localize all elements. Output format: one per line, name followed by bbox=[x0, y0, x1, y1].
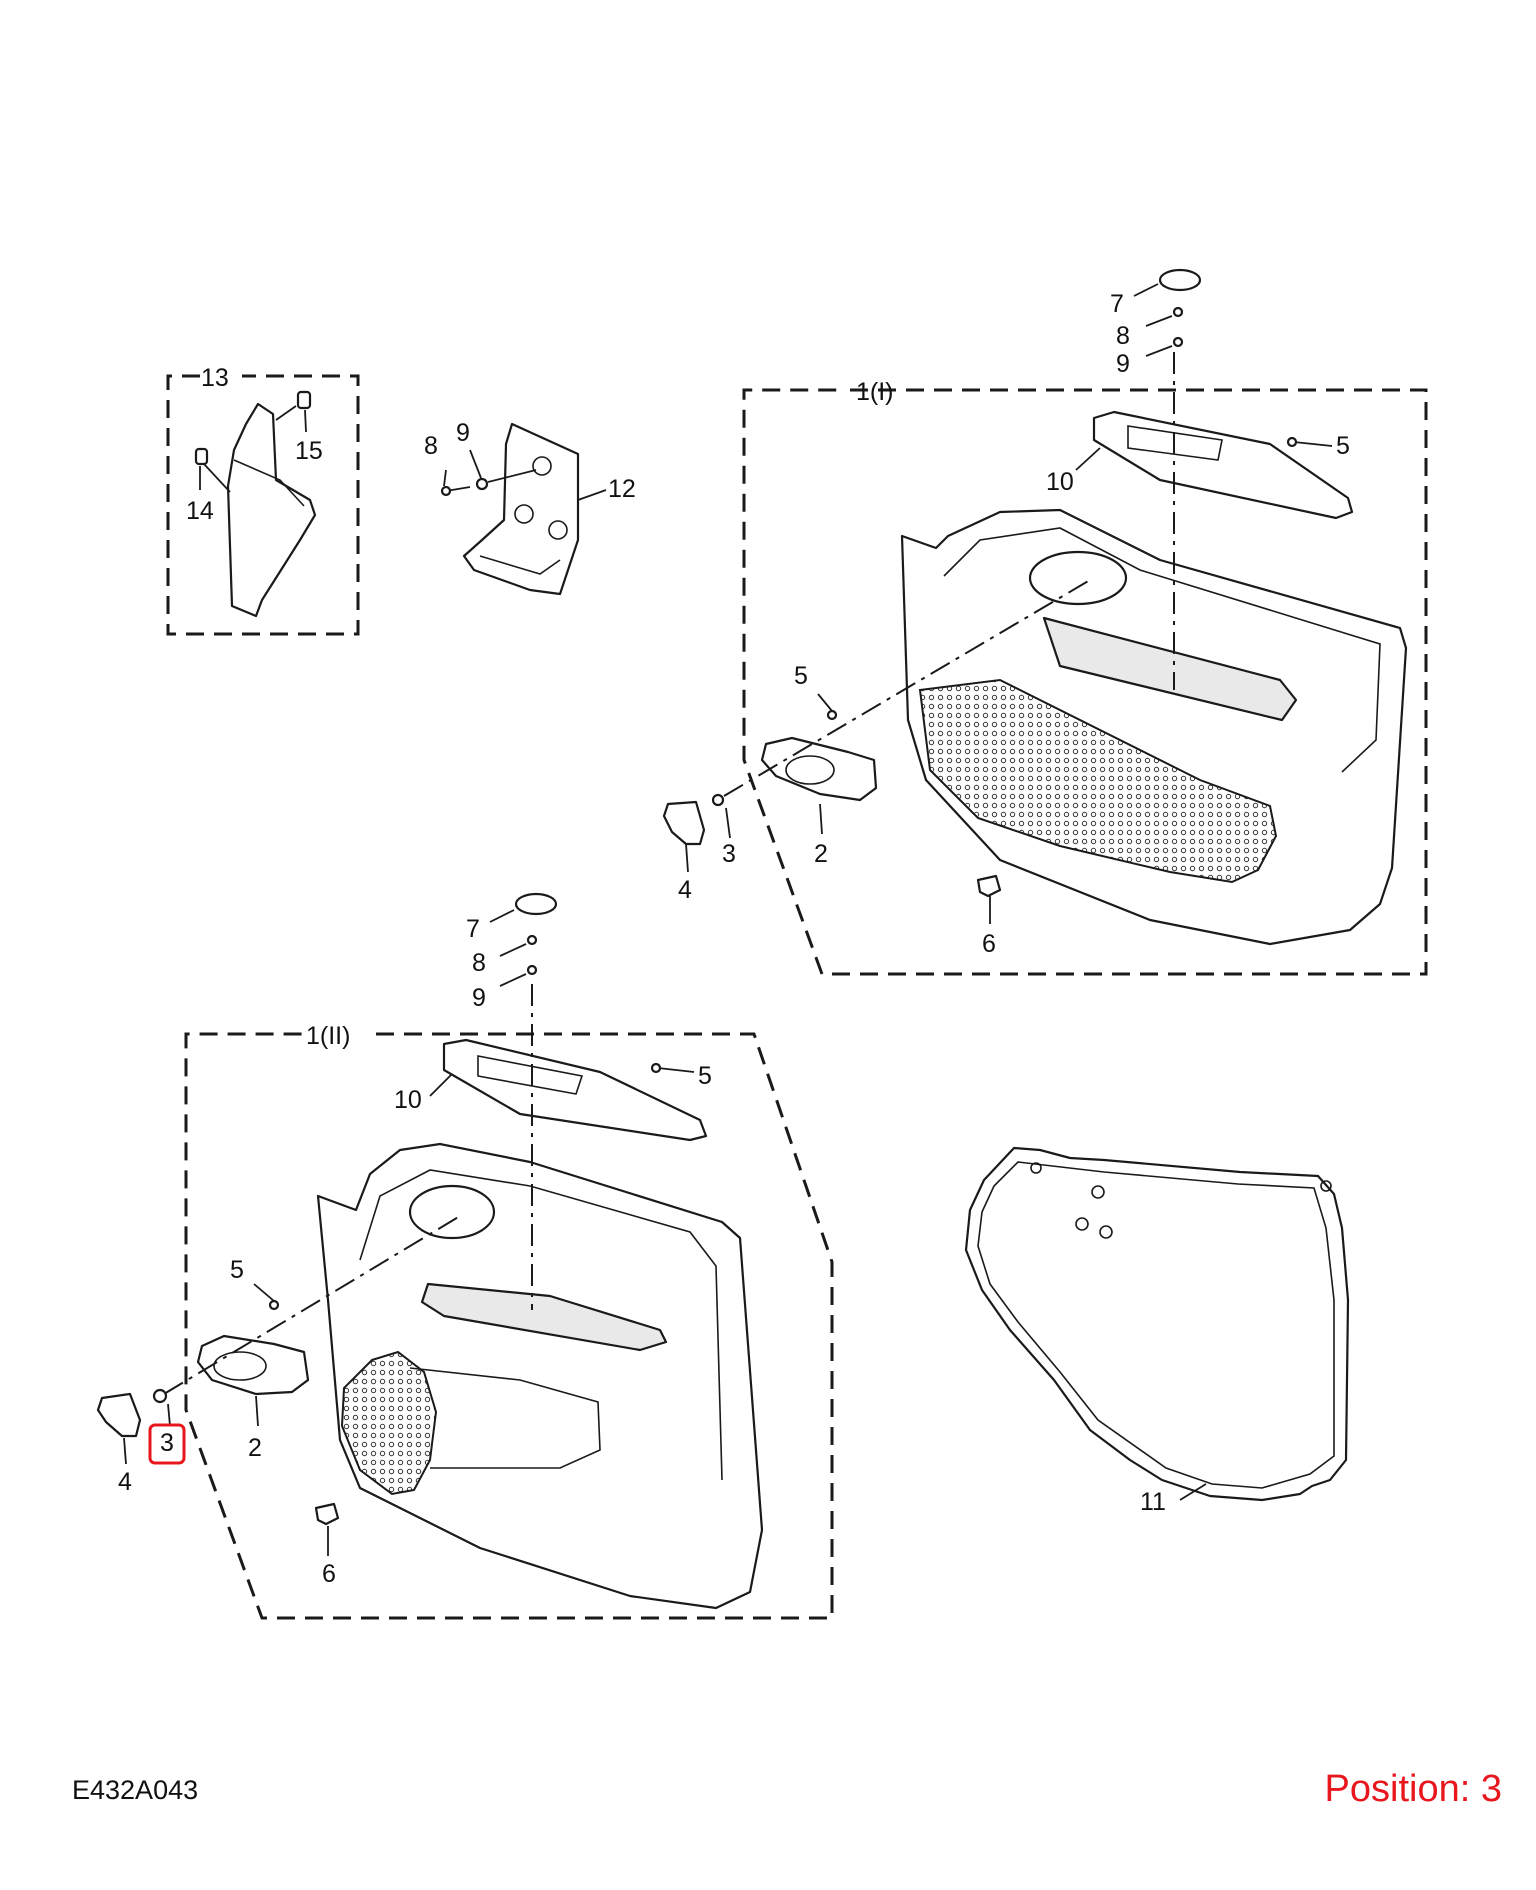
handle-part-2-front bbox=[760, 736, 878, 802]
screw-part-8 bbox=[440, 485, 471, 497]
nut-part-9 bbox=[469, 449, 537, 491]
cap-part-4-rear bbox=[96, 1392, 142, 1438]
door-panel-rear bbox=[316, 1142, 764, 1610]
callout-4-rear[interactable]: 4 bbox=[118, 1468, 132, 1496]
washer-part-9-front bbox=[1172, 336, 1184, 348]
callout-9-front[interactable]: 9 bbox=[1116, 350, 1130, 378]
cap-part-7-front bbox=[1158, 268, 1202, 292]
assembly-axis-front-handle bbox=[723, 579, 1091, 797]
switch-bay-front bbox=[1042, 616, 1298, 722]
callout-10-rear[interactable]: 10 bbox=[394, 1086, 422, 1114]
callout-14[interactable]: 14 bbox=[186, 497, 214, 525]
callout-7-front[interactable]: 7 bbox=[1110, 290, 1124, 318]
callout-11[interactable]: 11 bbox=[1140, 1488, 1166, 1516]
callout-4-front[interactable]: 4 bbox=[678, 876, 692, 904]
armrest-part-10-rear bbox=[442, 1038, 708, 1142]
group-1II-label: 1(II) bbox=[306, 1022, 350, 1050]
screw-part-3-front bbox=[711, 793, 725, 807]
callout-10-front[interactable]: 10 bbox=[1046, 468, 1074, 496]
callout-3-rear[interactable]: 3 bbox=[160, 1429, 174, 1457]
switch-bay-rear bbox=[420, 1282, 668, 1352]
clip-part-6-rear bbox=[314, 1502, 340, 1526]
armrest-part-10-front bbox=[1092, 410, 1354, 520]
position-label: Position: 3 bbox=[1324, 1768, 1502, 1810]
callout-2-front[interactable]: 2 bbox=[814, 840, 828, 868]
callout-9-rear[interactable]: 9 bbox=[472, 984, 486, 1012]
pillar-trim-group: 13 15 14 bbox=[166, 364, 360, 636]
callout-3-front[interactable]: 3 bbox=[722, 840, 736, 868]
callout-9-bracket[interactable]: 9 bbox=[456, 419, 470, 447]
clip-part-6-front bbox=[976, 874, 1002, 898]
callout-5-armrest-front[interactable]: 5 bbox=[1336, 432, 1350, 460]
bracket-part-12 bbox=[462, 422, 580, 596]
handle-recess-front bbox=[1028, 550, 1128, 606]
group-13-label: 13 bbox=[201, 364, 229, 392]
callout-12[interactable]: 12 bbox=[608, 475, 636, 503]
speaker-grille-front bbox=[918, 678, 1278, 884]
rear-door-group: 1(II) 7 8 9 10 5 2 5 bbox=[96, 892, 834, 1620]
group-1II-box bbox=[184, 1032, 834, 1620]
front-door-group: 1(I) 7 8 9 10 5 2 5 bbox=[662, 268, 1428, 976]
callout-15[interactable]: 15 bbox=[295, 437, 323, 465]
screw-part-8-front bbox=[1172, 306, 1184, 318]
bracket-group: 8 9 12 bbox=[424, 419, 636, 596]
handle-recess-rear bbox=[408, 1184, 496, 1240]
assembly-axis-rear-handle bbox=[163, 1215, 461, 1395]
speaker-grille-rear bbox=[340, 1350, 438, 1496]
callout-2-rear[interactable]: 2 bbox=[248, 1434, 262, 1462]
callout-6-rear[interactable]: 6 bbox=[322, 1560, 336, 1588]
watershield-part-11 bbox=[964, 1146, 1350, 1502]
group-1I-box bbox=[742, 388, 1428, 976]
callout-8-front[interactable]: 8 bbox=[1116, 322, 1130, 350]
callout-7-rear[interactable]: 7 bbox=[466, 915, 480, 943]
selected-callout-highlight bbox=[148, 1423, 186, 1465]
clip-part-15 bbox=[275, 390, 312, 433]
clip-part-14 bbox=[194, 447, 231, 493]
callout-5-handle-rear[interactable]: 5 bbox=[230, 1256, 244, 1284]
screw-part-3-rear bbox=[152, 1388, 168, 1404]
callout-8-rear[interactable]: 8 bbox=[472, 949, 486, 977]
pillar-trim-part bbox=[226, 402, 317, 618]
cap-part-4-front bbox=[662, 800, 706, 846]
diagram-code: E432A043 bbox=[72, 1775, 199, 1805]
group-1I-label: 1(I) bbox=[856, 378, 894, 406]
cap-part-7-rear bbox=[514, 892, 558, 916]
watershield-group: 11 bbox=[964, 1146, 1350, 1516]
callout-5-handle-front[interactable]: 5 bbox=[794, 662, 808, 690]
washer-part-9-rear bbox=[526, 964, 538, 976]
callout-6-front[interactable]: 6 bbox=[982, 930, 996, 958]
callout-8-bracket[interactable]: 8 bbox=[424, 432, 438, 460]
callout-5-armrest-rear[interactable]: 5 bbox=[698, 1062, 712, 1090]
screw-part-8-rear bbox=[526, 934, 538, 946]
handle-part-2-rear bbox=[196, 1334, 310, 1396]
group-13-box bbox=[166, 374, 360, 636]
